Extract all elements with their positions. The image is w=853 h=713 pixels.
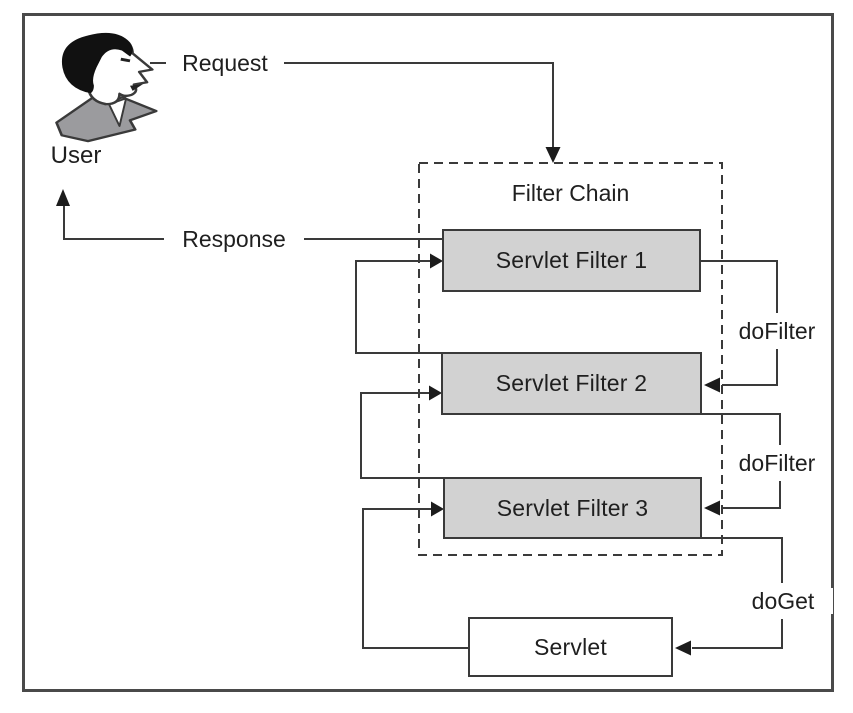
doget-call-line xyxy=(692,537,783,649)
loop-filter2-to-filter1 xyxy=(355,260,441,354)
loop-filter3-to-filter2 xyxy=(360,392,443,479)
response-arrowhead xyxy=(56,189,70,206)
node-servlet-filter-1: Servlet Filter 1 xyxy=(442,229,701,292)
node-servlet-filter-2: Servlet Filter 2 xyxy=(441,352,702,415)
request-label: Request xyxy=(168,50,282,76)
doget-label: doGet xyxy=(733,588,833,614)
servlet-filter-3-label: Servlet Filter 3 xyxy=(496,494,649,521)
arrowhead-into-filter3-right xyxy=(704,500,720,516)
request-arrowhead xyxy=(545,147,561,163)
request-line xyxy=(150,62,554,149)
dofilter1-call-line xyxy=(701,260,778,386)
dofilter2-call-line xyxy=(702,413,781,509)
user-label: User xyxy=(50,142,102,169)
dofilter2-label: doFilter xyxy=(727,450,827,476)
loop-servlet-to-filter3 xyxy=(362,508,468,649)
filter-chain-title: Filter Chain xyxy=(511,180,630,206)
arrowhead-into-filter1 xyxy=(430,253,443,269)
dofilter1-label: doFilter xyxy=(727,318,827,344)
person-profile-icon xyxy=(55,32,158,143)
arrowhead-into-servlet xyxy=(675,640,691,656)
arrowhead-into-filter2-right xyxy=(704,377,720,393)
servlet-label: Servlet xyxy=(534,633,607,660)
servlet-filter-1-label: Servlet Filter 1 xyxy=(495,247,648,273)
filter-chain-boundary xyxy=(418,162,723,556)
arrowhead-into-filter2-left xyxy=(429,385,442,401)
node-servlet-filter-3: Servlet Filter 3 xyxy=(443,477,702,539)
response-label: Response xyxy=(166,226,302,252)
servlet-filter-2-label: Servlet Filter 2 xyxy=(495,370,648,396)
arrowhead-into-filter3-left xyxy=(431,501,444,517)
node-servlet: Servlet xyxy=(468,617,673,677)
